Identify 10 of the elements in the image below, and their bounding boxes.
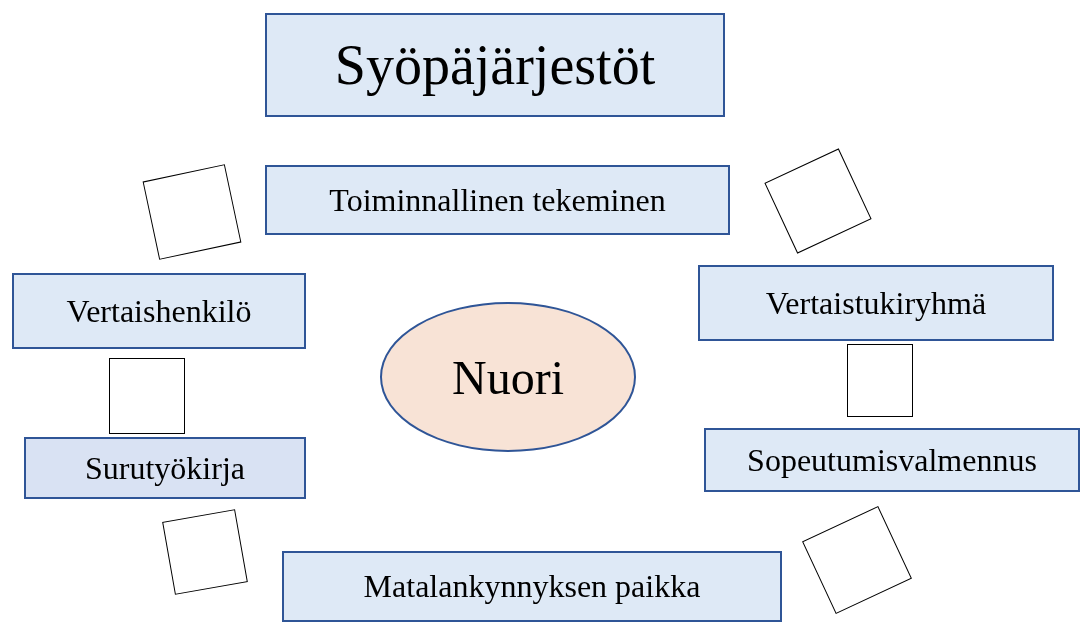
text-box: Sopeutumisvalmennus bbox=[704, 428, 1080, 492]
empty-frame bbox=[109, 358, 185, 434]
text-box: Matalankynnyksen paikka bbox=[282, 551, 782, 622]
text-box: Vertaishenkilö bbox=[12, 273, 306, 349]
center-ellipse: Nuori bbox=[380, 302, 636, 452]
text-box: Toiminnallinen tekeminen bbox=[265, 165, 730, 235]
text-box: Vertaistukiryhmä bbox=[698, 265, 1054, 341]
text-box: Surutyökirja bbox=[24, 437, 306, 499]
empty-frame bbox=[847, 344, 913, 417]
text-box: Syöpäjärjestöt bbox=[265, 13, 725, 117]
